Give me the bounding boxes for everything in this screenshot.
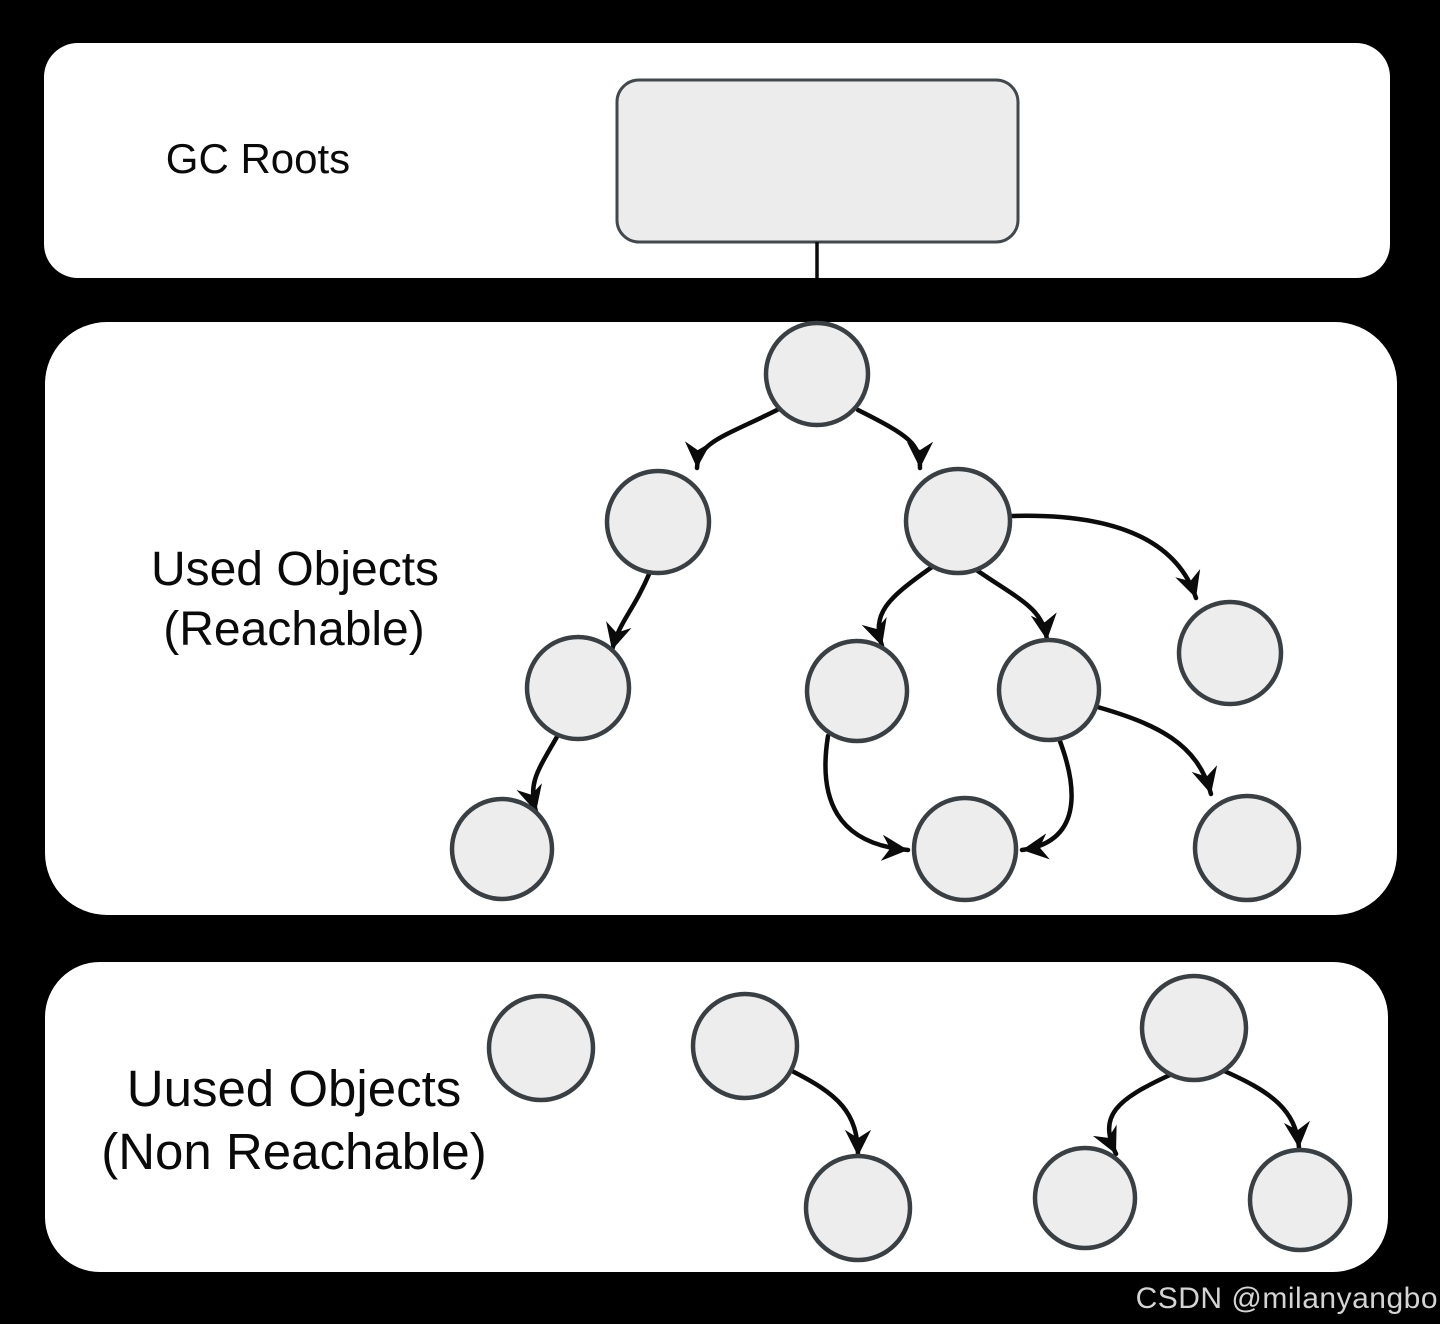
object-node-C-unreachable [803,1153,913,1263]
object-node-RM-reachable [996,637,1102,743]
used-objects-label: Used Objects [151,543,439,596]
unused-objects-label: Uused Objects [127,1060,462,1117]
reference-arrow-root-R1 [855,407,934,471]
object-node-R1-reachable [903,466,1013,576]
gc-roots-label: GC Roots [166,135,350,182]
object-node-BM-reachable [911,795,1019,903]
panel-used-objects [45,322,1397,915]
reference-arrow-RL-BM [823,733,911,861]
object-node-B-unreachable [690,991,800,1101]
object-node-RR-reachable [1176,599,1284,707]
reference-arrow-root-L1 [684,407,780,471]
object-node-F-unreachable [1247,1147,1353,1253]
non-reachable-label: (Non Reachable) [101,1123,487,1180]
reference-arrow-L1-L2 [606,569,653,653]
reference-arrow-D-F [1219,1067,1311,1151]
object-node-A-unreachable [486,993,596,1103]
object-node-E-unreachable [1032,1145,1138,1251]
reference-arrow-D-E [1092,1071,1175,1157]
object-node-D-unreachable [1139,973,1249,1083]
reference-arrow-R1-RR [1007,513,1201,601]
object-nodes [449,320,1353,1263]
reference-arrow-R1-RM [972,566,1057,643]
object-node-L2-reachable [524,634,632,742]
reference-arrow-B-C [787,1067,872,1159]
object-node-root-reachable [763,320,871,428]
csdn-watermark: CSDN @milanyangbo [1136,1282,1438,1315]
gc-root-box [615,78,1020,244]
reference-arrow-L2-L3 [516,732,561,815]
reference-arrow-RM-BM [1019,733,1074,860]
object-node-BR-reachable [1192,793,1302,903]
reference-arrow-R1-RL [861,564,935,649]
reference-arrow-RM-BR [1091,703,1218,797]
object-node-RL-reachable [804,638,910,744]
object-node-L3-reachable [449,796,555,902]
object-node-L1-reachable [604,468,712,576]
reachable-label: (Reachable) [163,603,424,656]
reference-edges [516,407,1311,1159]
